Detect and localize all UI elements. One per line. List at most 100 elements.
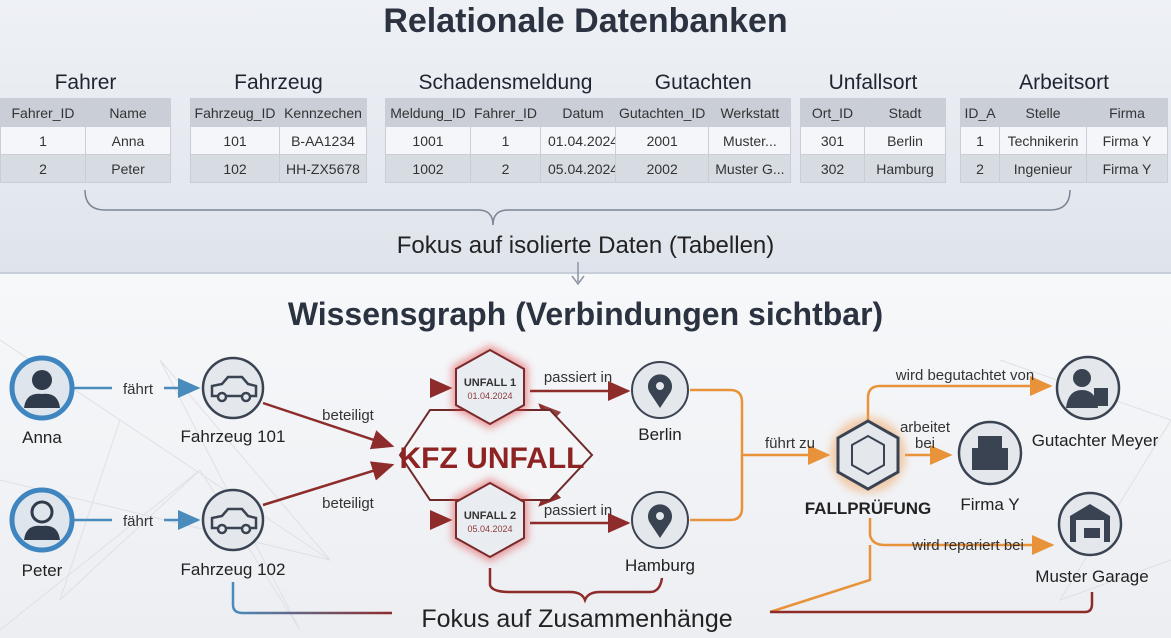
hexagon-icon [851, 434, 885, 476]
table-title: Fahrzeug [234, 71, 323, 94]
table-cell: 302 [800, 154, 865, 183]
table-cell: 102 [190, 154, 280, 183]
node-peter[interactable]: Peter [9, 487, 75, 580]
column-header: Datum [540, 98, 627, 127]
column-header: Fahrzeug_ID [190, 98, 280, 127]
node-hamburg[interactable]: Hamburg [625, 491, 695, 575]
table-cell: Technikerin [999, 126, 1087, 155]
down-arrow-icon [571, 262, 585, 286]
node-fallpruefung[interactable]: FALLPRÜFUNG [805, 417, 932, 518]
map-pin-icon [648, 374, 672, 408]
table-cell: 1 [469, 126, 542, 155]
table-cell: Ingenieur [999, 154, 1087, 183]
node-unfall-2[interactable]: UNFALL 2 05.04.2024 [452, 478, 528, 562]
column-header: Stadt [864, 98, 946, 127]
building-icon [972, 436, 1008, 470]
garage-icon [1070, 504, 1110, 542]
node-label: Gutachter Meyer [1032, 431, 1159, 450]
node-label: Fahrzeug 102 [181, 560, 286, 579]
node-kfz-unfall[interactable]: KFZ UNFALL [398, 409, 594, 501]
node-anna[interactable]: Anna [9, 355, 75, 447]
table-cell: 1 [0, 126, 86, 155]
brace [84, 189, 1071, 226]
table-cell: 01.04.2024 [540, 126, 627, 155]
node-label: Peter [22, 561, 63, 580]
node-label: Fahrzeug 101 [181, 427, 286, 446]
node-gutachter-meyer[interactable]: Gutachter Meyer [1032, 355, 1159, 450]
table-title: Unfallsort [828, 71, 918, 94]
relational-caption: Fokus auf isolierte Daten (Tabellen) [396, 232, 775, 259]
table-cell: Hamburg [864, 154, 946, 183]
edge-label-faehrt: fährt [123, 381, 154, 398]
car-icon [210, 507, 258, 535]
relational-title: Relationale Datenbanken [383, 2, 788, 40]
map-pin-icon [648, 504, 672, 538]
node-fahrzeug-102[interactable]: Fahrzeug 102 [181, 488, 286, 579]
node-label: Muster Garage [1035, 567, 1148, 586]
table-title: Fahrer [54, 71, 117, 94]
table-cell: Firma Y [1086, 126, 1168, 155]
table-cell: Muster... [708, 126, 792, 155]
table-cell: 2002 [614, 154, 710, 183]
edge-label-repariert: wird repariert bei [911, 537, 1024, 554]
column-header: Name [85, 98, 171, 127]
car-icon [210, 375, 258, 403]
edge-label-faehrt: fährt [123, 513, 154, 530]
edge-label-bei: bei [915, 435, 935, 452]
woman-icon [24, 370, 60, 408]
edge-label-fuehrt-zu: führt zu [765, 435, 815, 452]
column-header: Ort_ID [800, 98, 865, 127]
node-label: UNFALL 1 [464, 377, 516, 389]
node-label: Berlin [638, 425, 681, 444]
node-fahrzeug-101[interactable]: Fahrzeug 101 [181, 356, 286, 446]
column-header: ID_A [960, 98, 1000, 127]
node-label: FALLPRÜFUNG [805, 499, 932, 518]
node-berlin[interactable]: Berlin [631, 361, 689, 444]
node-label: Anna [22, 428, 62, 447]
graph-title: Wissensgraph (Verbindungen sichtbar) [287, 296, 884, 332]
node-firma-y[interactable]: Firma Y [957, 420, 1023, 514]
table-cell: 101 [190, 126, 280, 155]
edge-label-passiert-in: passiert in [544, 502, 612, 519]
table-cell: Berlin [864, 126, 946, 155]
edge-label-beteiligt: beteiligt [322, 407, 375, 424]
expert-document-icon [1066, 369, 1108, 408]
column-header: Stelle [999, 98, 1087, 127]
node-date: 05.04.2024 [467, 524, 512, 534]
node-label: Hamburg [625, 556, 695, 575]
table-cell: 2 [0, 154, 86, 183]
column-header: Gutachten_ID [614, 98, 710, 127]
table-cell: Firma Y [1086, 154, 1168, 183]
table-cell: 2001 [614, 126, 710, 155]
graph-caption: Fokus auf Zusammenhänge [421, 605, 732, 633]
node-unfall-1[interactable]: UNFALL 1 01.04.2024 [452, 345, 528, 429]
table-cell: Anna [85, 126, 171, 155]
table-cell: 05.04.2024 [540, 154, 627, 183]
node-muster-garage[interactable]: Muster Garage [1035, 491, 1149, 586]
column-header: Werkstatt [708, 98, 792, 127]
table-cell: HH-ZX5678 [279, 154, 367, 183]
